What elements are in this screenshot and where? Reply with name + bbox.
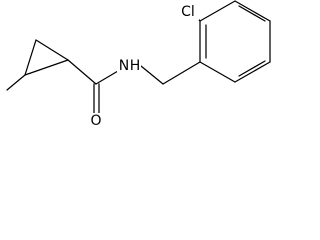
ring-to-carbonyl-bond [67, 59, 97, 85]
methylene-to-ring-bond [162, 61, 201, 85]
amide-nitrogen-label: N [119, 58, 129, 74]
benzene-inner-bond-2 [238, 5, 266, 22]
chlorine-label: Cl [181, 4, 195, 20]
carbonyl-oxygen-label: O [90, 113, 101, 129]
ring-bond-left [24, 39, 37, 76]
benzene-inner-bond-3 [238, 60, 266, 77]
atom-label-amide-nitrogen: N H [117, 57, 141, 74]
carbonyl-double-bond [93, 83, 100, 114]
benzene-ring [199, 0, 271, 83]
benzene-bond-3 [234, 0, 271, 22]
amide-hydrogen-label: H [130, 58, 141, 74]
benzene-bond-2 [199, 0, 236, 22]
benzene-bond-5 [234, 61, 271, 83]
carbonyl-to-nitrogen-bond [95, 70, 119, 85]
chemical-structure-diagram: Cl N H O [6, 0, 271, 129]
ring-bond-bottom [24, 59, 69, 76]
nitrogen-to-methylene-bond [140, 65, 164, 85]
methyl-bond [6, 74, 26, 91]
ring-bond-top [35, 39, 69, 61]
benzene-bond-6 [199, 61, 236, 83]
atom-label-chlorine: Cl [177, 4, 199, 20]
cyclopropane-ring [24, 39, 69, 76]
atom-label-carbonyl-oxygen: O [88, 113, 104, 129]
